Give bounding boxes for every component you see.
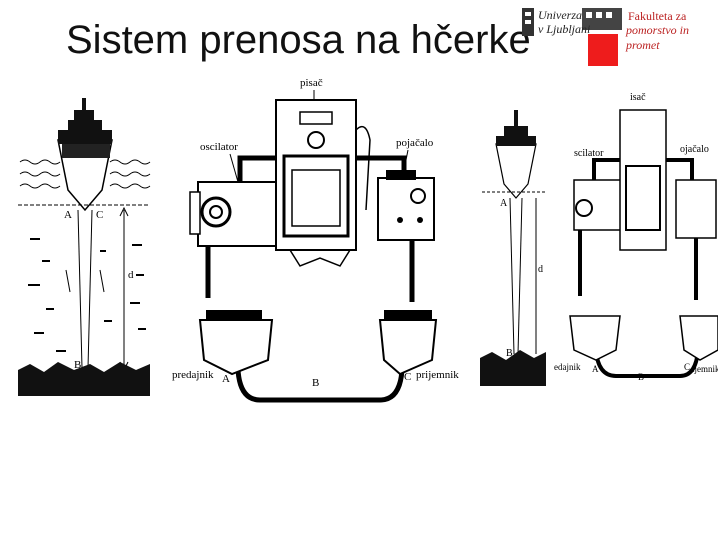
ship-label-a-duplicate: A: [500, 198, 508, 209]
label-oscilator: oscilator: [200, 141, 238, 153]
label-predajnik-duplicate: edajnik: [554, 362, 581, 372]
label-c: C: [404, 371, 411, 383]
ship-mast: [82, 98, 86, 112]
label-b-duplicate: B: [638, 372, 644, 382]
label-pojacalo-duplicate: ojačalo: [680, 144, 709, 155]
signal-cables: [205, 155, 415, 403]
slide-title: Sistem prenosa na hčerke: [66, 18, 531, 62]
ship-label-b: B: [74, 359, 81, 371]
ship-label-b-duplicate: B: [506, 348, 513, 359]
university-city: v Ljubljani: [538, 22, 591, 36]
label-pojacalo: pojačalo: [396, 137, 434, 149]
pojacalo-amplifier-duplicate: ojačalo: [675, 144, 717, 239]
label-predajnik: predajnik: [172, 369, 214, 381]
echo-sounder-diagram-duplicate: A B d scilator isač ojačalo edajnik A B …: [480, 92, 718, 386]
faculty-name-line2: pomorstvo in promet: [626, 23, 689, 52]
label-oscilator-duplicate: scilator: [574, 148, 604, 159]
university-logo: Univerza v Ljubljani Fakulteta za pomors…: [520, 4, 716, 66]
label-a-duplicate: A: [592, 364, 599, 374]
logo-emblem: [522, 8, 622, 36]
label-pisac-duplicate: isač: [630, 92, 646, 103]
sound-beam-down: [77, 209, 83, 369]
university-name: Univerza: [538, 8, 582, 22]
pisac-recorder: pisač: [275, 77, 371, 267]
red-accent-square: [588, 34, 618, 66]
label-pisac: pisač: [300, 77, 323, 89]
depth-label-d-duplicate: d: [538, 264, 543, 275]
ship-sea-panel-duplicate: A B d: [480, 110, 546, 386]
ship-label-a: A: [64, 209, 72, 221]
predajnik-transducer: predajnik A: [172, 310, 274, 385]
ship-deck: [58, 130, 112, 144]
pisac-recorder-duplicate: isač: [619, 92, 667, 251]
seabed: [18, 362, 150, 396]
prijemnik-transducer: prijemnik C: [378, 310, 459, 383]
sound-beam-up: [87, 209, 93, 369]
water-particles: [28, 238, 146, 352]
label-prijemnik-duplicate: ijemnik: [692, 364, 718, 374]
label-prijemnik: prijemnik: [416, 369, 459, 381]
label-a: A: [222, 373, 230, 385]
label-c-duplicate: C: [684, 362, 690, 372]
ship-label-c: C: [96, 209, 103, 221]
depth-label-d: d: [128, 269, 134, 281]
echo-sounder-diagram: A C B d oscilator pisač pojačalo: [18, 77, 459, 403]
ship-sea-panel: A C B d: [18, 98, 151, 396]
pojacalo-amplifier: pojačalo: [377, 137, 435, 241]
label-b: B: [312, 377, 319, 389]
faculty-name-line1: Fakulteta za: [628, 9, 687, 23]
sea-waves: [19, 159, 151, 189]
